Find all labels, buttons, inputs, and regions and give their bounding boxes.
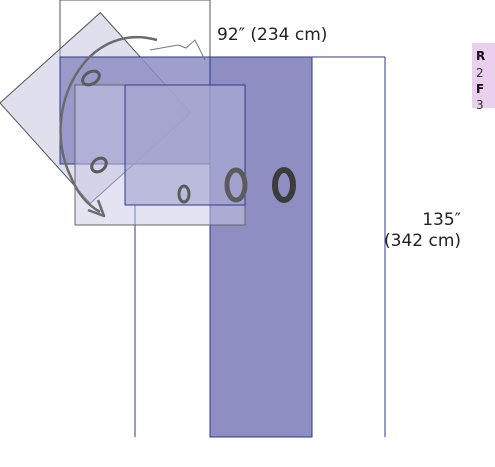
ring-folded-3 (177, 184, 191, 204)
length-dimension-label: 135″ (342 cm) (384, 210, 461, 253)
info-line-1: R (476, 49, 486, 63)
length-dimension-inches: 135″ (422, 210, 462, 230)
rotation-arrow-path (59, 36, 158, 214)
info-line-3: F (476, 82, 485, 96)
ring-folded-1 (81, 69, 101, 87)
info-box: R 2 F 3 (472, 43, 495, 112)
drape-folded-top (0, 0, 246, 226)
ring-main-left (224, 167, 248, 203)
rotation-arrow (59, 36, 158, 218)
info-line-4: 3 (476, 98, 484, 112)
fold-corner-crease (149, 39, 206, 61)
fenestration-rings (81, 69, 296, 204)
rotation-arrowhead (87, 199, 106, 218)
ring-main-right (272, 167, 296, 203)
width-dimension-label: 92″ (234 cm) (217, 25, 328, 45)
length-dimension-cm: (342 cm) (384, 231, 462, 252)
ring-folded-2 (90, 156, 108, 174)
info-line-2: 2 (476, 66, 484, 80)
